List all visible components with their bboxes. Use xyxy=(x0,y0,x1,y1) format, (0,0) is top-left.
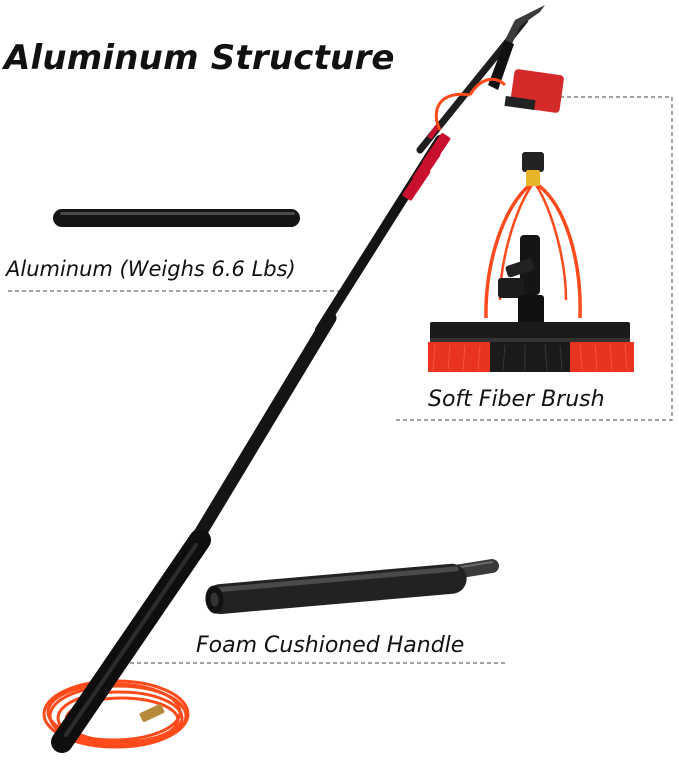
pole-brush-head xyxy=(434,69,564,131)
brush-guide-line xyxy=(395,96,673,421)
handle-caption: Foam Cushioned Handle xyxy=(196,633,465,658)
callout-guides xyxy=(8,96,673,664)
hose-connector xyxy=(139,704,165,722)
brush-caption: Soft Fiber Brush xyxy=(428,387,605,412)
pole-clamps xyxy=(402,125,451,201)
brush-detail xyxy=(428,152,634,372)
gooseneck xyxy=(488,5,545,90)
foam-handle-detail xyxy=(205,559,499,615)
aluminum-rod-sample xyxy=(53,209,300,227)
material-caption: Aluminum (Weighs 6.6 Lbs) xyxy=(6,257,296,281)
page-title: Aluminum Structure xyxy=(4,38,395,78)
